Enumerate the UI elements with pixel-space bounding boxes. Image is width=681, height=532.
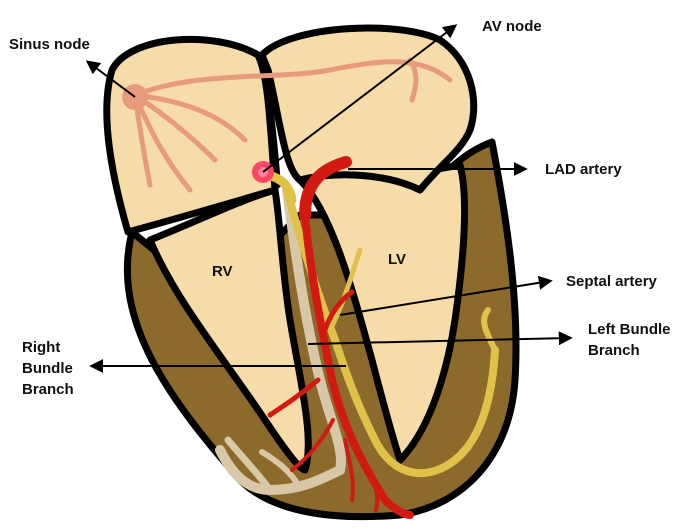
label-right-bundle-branch-line3: Branch	[22, 381, 74, 398]
label-left-bundle-branch-line1: Left Bundle	[588, 321, 671, 338]
label-rv: RV	[212, 263, 233, 280]
label-lv: LV	[388, 251, 406, 268]
label-right-bundle-branch-line2: Bundle	[22, 360, 73, 377]
label-left-bundle-branch-line2: Branch	[588, 342, 640, 359]
left-atrium-lobe	[262, 28, 474, 190]
label-septal-artery: Septal artery	[566, 273, 658, 290]
label-lad-artery: LAD artery	[545, 161, 622, 178]
label-av-node: AV node	[482, 18, 542, 35]
label-sinus-node: Sinus node	[9, 36, 90, 53]
label-right-bundle-branch-line1: Right	[22, 339, 60, 356]
